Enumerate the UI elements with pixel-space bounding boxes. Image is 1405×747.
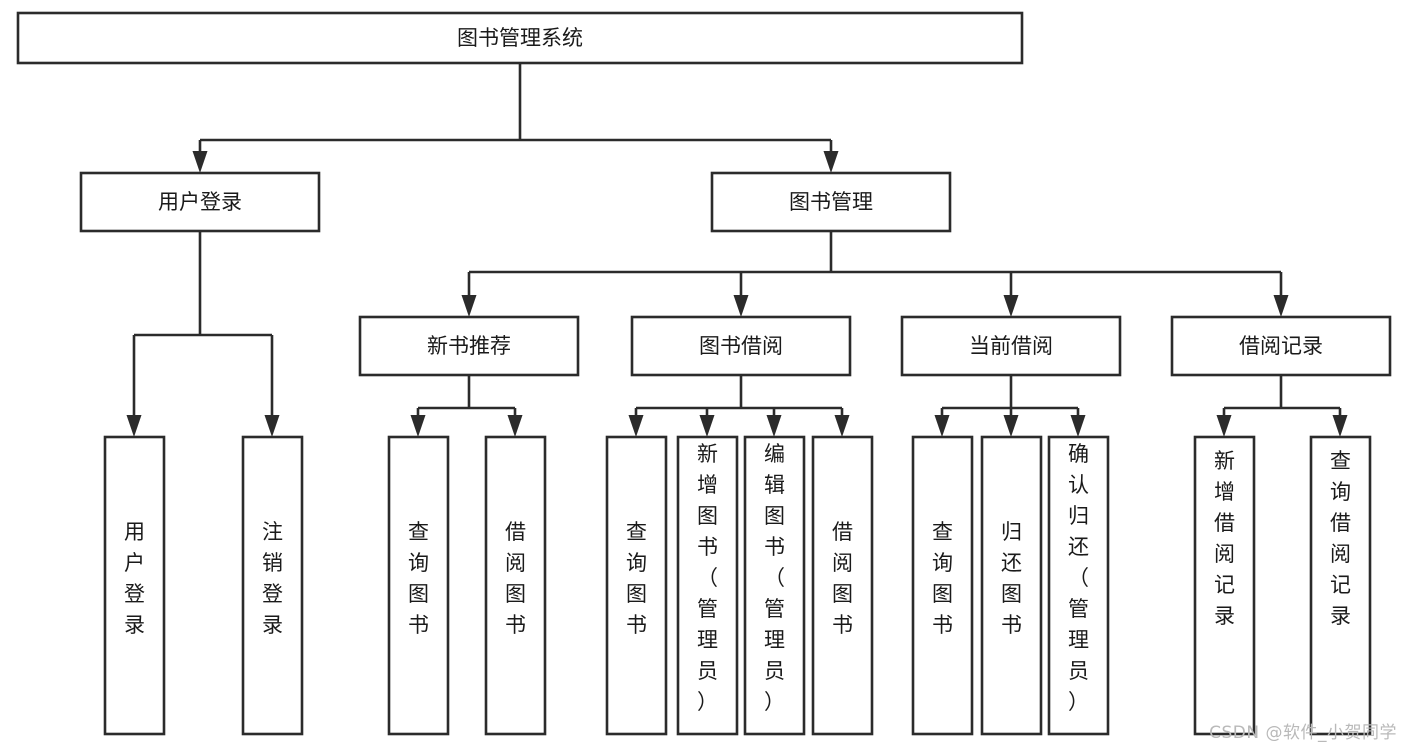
connector-group [934,375,1086,437]
node-level3-2[interactable]: 图书借阅 [630,315,852,377]
node-label-leaf-6: 新增图书（管理员） [697,442,718,714]
node-label-leaf-8: 借阅图书 [832,520,853,637]
node-label-level3-4: 借阅记录 [1239,334,1323,358]
node-label-level2-2: 图书管理 [789,190,873,214]
node-box-level3-4[interactable] [1170,315,1392,377]
node-label-level2-1: 用户登录 [158,190,242,214]
arrow-head-icon [699,415,715,437]
node-label-root-1: 图书管理系统 [457,26,583,50]
node-leaf-4[interactable]: 借阅图书 [484,435,547,736]
node-label-leaf-4: 借阅图书 [505,520,526,637]
node-leaf-7[interactable]: 编辑图书（管理员） [743,435,806,736]
node-box-level2-2[interactable] [710,171,952,233]
node-label-level3-3: 当前借阅 [969,334,1053,358]
node-leaf-12[interactable]: 新增借阅记录 [1193,435,1256,736]
arrow-head-icon [733,295,749,317]
arrow-head-icon [410,415,426,437]
node-level3-1[interactable]: 新书推荐 [358,315,580,377]
node-label-leaf-1: 用户登录 [124,520,145,637]
node-level3-3[interactable]: 当前借阅 [900,315,1122,377]
node-box-leaf-1[interactable] [103,435,166,736]
connector-group [628,375,850,437]
arrow-head-icon [507,415,523,437]
connector-group [126,231,280,437]
node-leaf-10[interactable]: 归还图书 [980,435,1043,736]
node-leaf-11[interactable]: 确认归还（管理员） [1047,435,1110,736]
node-label-leaf-13: 查询借阅记录 [1330,449,1351,628]
node-label-leaf-7: 编辑图书（管理员） [764,442,785,714]
node-box-leaf-6[interactable] [676,435,739,736]
node-box-leaf-3[interactable] [387,435,450,736]
node-box-level3-2[interactable] [630,315,852,377]
node-root-1[interactable]: 图书管理系统 [16,11,1024,65]
arrow-head-icon [192,151,208,173]
node-level2-1[interactable]: 用户登录 [79,171,321,233]
arrow-head-icon [461,295,477,317]
connector-group [410,375,523,437]
node-box-leaf-12[interactable] [1193,435,1256,736]
node-label-leaf-11: 确认归还（管理员） [1068,442,1089,714]
node-label-level3-1: 新书推荐 [427,334,511,358]
node-layer: 图书管理系统用户登录图书管理新书推荐图书借阅当前借阅借阅记录用户登录注销登录查询… [16,11,1392,736]
node-label-leaf-10: 归还图书 [1001,520,1022,637]
arrow-head-icon [834,415,850,437]
node-box-leaf-9[interactable] [911,435,974,736]
node-label-level3-2: 图书借阅 [699,334,783,358]
arrow-head-icon [628,415,644,437]
node-box-leaf-13[interactable] [1309,435,1372,736]
node-leaf-1[interactable]: 用户登录 [103,435,166,736]
node-leaf-9[interactable]: 查询图书 [911,435,974,736]
arrow-head-icon [934,415,950,437]
arrow-head-icon [1070,415,1086,437]
arrow-head-icon [766,415,782,437]
arrow-head-icon [1273,295,1289,317]
node-level2-2[interactable]: 图书管理 [710,171,952,233]
node-box-leaf-10[interactable] [980,435,1043,736]
node-label-leaf-5: 查询图书 [626,520,647,637]
arrow-head-icon [1216,415,1232,437]
node-box-leaf-11[interactable] [1047,435,1110,736]
node-box-leaf-4[interactable] [484,435,547,736]
arrow-head-icon [1003,295,1019,317]
node-box-leaf-7[interactable] [743,435,806,736]
node-label-leaf-2: 注销登录 [262,520,283,637]
csdn-watermark: CSDN @软件_小贺同学 [1209,723,1397,743]
connector-group [192,63,839,173]
node-leaf-5[interactable]: 查询图书 [605,435,668,736]
connector-layer [126,63,1348,437]
node-leaf-8[interactable]: 借阅图书 [811,435,874,736]
node-box-level3-1[interactable] [358,315,580,377]
arrow-head-icon [1332,415,1348,437]
arrow-head-icon [264,415,280,437]
node-label-leaf-12: 新增借阅记录 [1214,449,1235,628]
arrow-head-icon [823,151,839,173]
node-box-level2-1[interactable] [79,171,321,233]
node-leaf-6[interactable]: 新增图书（管理员） [676,435,739,736]
node-leaf-3[interactable]: 查询图书 [387,435,450,736]
node-box-root-1[interactable] [16,11,1024,65]
node-box-leaf-8[interactable] [811,435,874,736]
node-leaf-2[interactable]: 注销登录 [241,435,304,736]
arrow-head-icon [126,415,142,437]
connector-group [461,231,1289,317]
connector-group [1216,375,1348,437]
arrow-head-icon [1003,415,1019,437]
node-box-leaf-5[interactable] [605,435,668,736]
node-box-level3-3[interactable] [900,315,1122,377]
node-label-leaf-3: 查询图书 [408,520,429,637]
node-box-leaf-2[interactable] [241,435,304,736]
node-level3-4[interactable]: 借阅记录 [1170,315,1392,377]
node-label-leaf-9: 查询图书 [932,520,953,637]
node-leaf-13[interactable]: 查询借阅记录 [1309,435,1372,736]
